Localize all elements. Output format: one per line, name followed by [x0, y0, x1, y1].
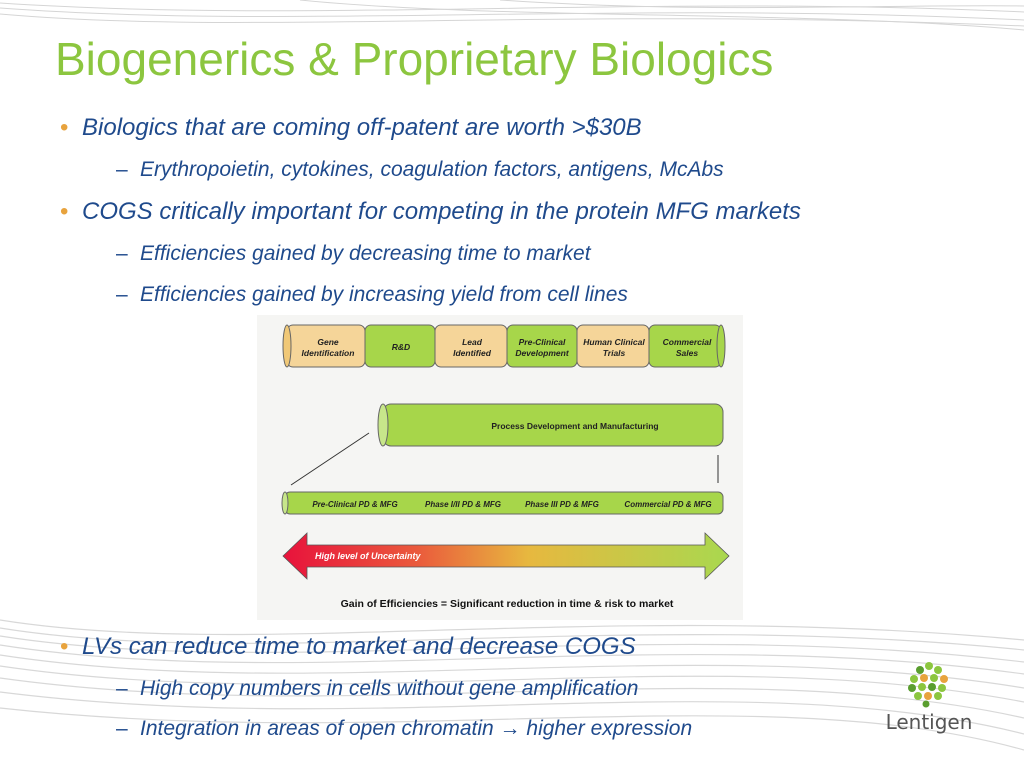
logo-cluster-icon — [908, 662, 948, 708]
bullet-item: • Biologics that are coming off-patent ar… — [60, 114, 642, 143]
stage-label: Trials — [603, 348, 626, 358]
bullet-text: Biologics that are coming off-patent are… — [82, 114, 642, 141]
sub-bullet-text: Efficiencies gained by decreasing time t… — [140, 242, 591, 265]
stage-label: Lead — [462, 337, 483, 347]
sub-bullet-text: Erythropoietin, cytokines, coagulation f… — [140, 158, 724, 181]
stage-label: Pre-Clinical — [519, 337, 566, 347]
pd-phase-label: Phase III PD & MFG — [525, 500, 599, 509]
stage-commercial-sales: Commercial Sales — [648, 324, 726, 368]
stage-label: Identification — [302, 348, 355, 358]
process-development-bar: Process Development and Manufacturing — [377, 403, 724, 447]
stage-rnd: R&D — [364, 324, 436, 368]
diagram-caption: Gain of Efficiencies = Significant reduc… — [341, 598, 674, 610]
stage-label: Development — [515, 348, 570, 358]
sub-bullet-item: –High copy numbers in cells without gene… — [116, 676, 638, 701]
stage-row: Gene Identification R&D Lead Identified … — [282, 324, 726, 368]
bullet-marker: • — [60, 633, 69, 660]
pd-phase-label: Phase I/II PD & MFG — [425, 500, 501, 509]
pd-phase-label: Commercial PD & MFG — [624, 500, 711, 509]
bullet-text: LVs can reduce time to market and decrea… — [82, 633, 636, 660]
stage-label: Human Clinical — [583, 337, 645, 347]
uncertainty-arrow: High level of Uncertainty — [282, 532, 730, 580]
stage-label: Sales — [676, 348, 698, 358]
dash-marker: – — [116, 283, 128, 306]
sub-bullet-text: Efficiencies gained by increasing yield … — [140, 283, 628, 306]
stage-gene-identification: Gene Identification — [282, 324, 366, 368]
sub-bullet-item: –Integration in areas of open chromatin … — [116, 716, 692, 741]
slide-title: Biogenerics & Proprietary Biologics — [55, 33, 774, 85]
bullet-text: COGS critically important for competing … — [82, 198, 801, 225]
bullet-item: • LVs can reduce time to market and decre… — [60, 633, 636, 662]
lentigen-logo: Lentigen — [884, 660, 974, 740]
process-diagram: Gene Identification R&D Lead Identified … — [257, 315, 743, 620]
stage-lead-identified: Lead Identified — [434, 324, 508, 368]
stage-pre-clinical: Pre-Clinical Development — [506, 324, 578, 368]
bullet-marker: • — [60, 114, 69, 141]
dash-marker: – — [116, 242, 128, 265]
uncertainty-label: High level of Uncertainty — [315, 551, 422, 561]
process-label: Process Development and Manufacturing — [491, 421, 658, 431]
sub-bullet-item: –Efficiencies gained by increasing yield… — [116, 282, 628, 307]
pd-phase-label: Pre-Clinical PD & MFG — [312, 500, 397, 509]
stage-human-clinical: Human Clinical Trials — [576, 324, 650, 368]
sub-bullet-item: –Efficiencies gained by decreasing time … — [116, 241, 591, 266]
dash-marker: – — [116, 158, 128, 181]
dash-marker: – — [116, 717, 128, 740]
stage-label: Gene — [317, 337, 339, 347]
sub-bullet-text: Integration in areas of open chromatin →… — [140, 717, 693, 740]
logo-text: Lentigen — [885, 710, 973, 734]
stage-label: Commercial — [663, 337, 712, 347]
bullet-item: • COGS critically important for competing… — [60, 198, 801, 227]
stage-label: Identified — [453, 348, 492, 358]
pd-phase-bar: Pre-Clinical PD & MFG Phase I/II PD & MF… — [281, 491, 724, 515]
bullet-marker: • — [60, 198, 69, 225]
sub-bullet-item: –Erythropoietin, cytokines, coagulation … — [116, 157, 724, 182]
connector-line — [290, 432, 370, 486]
stage-label: R&D — [392, 342, 410, 352]
dash-marker: – — [116, 677, 128, 700]
sub-bullet-text: High copy numbers in cells without gene … — [140, 677, 639, 700]
